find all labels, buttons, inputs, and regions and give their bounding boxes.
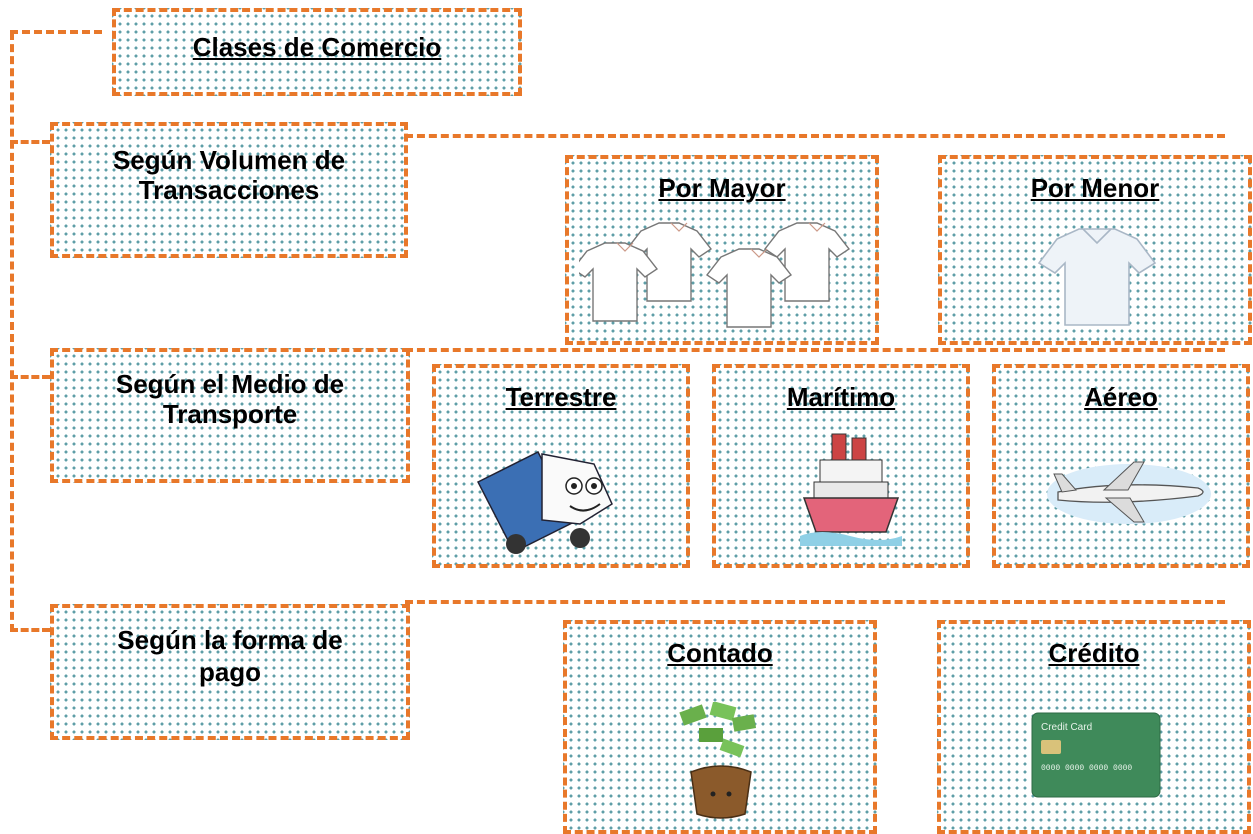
shirt-icon <box>1037 228 1157 326</box>
category-volume-box: Según Volumen de Transacciones <box>50 122 408 258</box>
terrestre-title: Terrestre <box>505 382 617 412</box>
category-payment-line1: Según la forma de <box>117 625 343 655</box>
maritimo-box: Marítimo <box>712 364 970 568</box>
cat3-connector <box>10 628 50 632</box>
contado-box: Contado <box>563 620 877 834</box>
money-bag-icon <box>679 702 757 819</box>
category-transport-line1: Según el Medio de <box>115 369 345 399</box>
root-connector <box>10 30 102 34</box>
category-payment-box: Según la forma de pago <box>50 604 410 740</box>
truck-icon <box>476 450 613 554</box>
tree-trunk-line <box>10 32 14 632</box>
por-menor-box: Por Menor <box>938 155 1252 345</box>
aereo-title: Aéreo <box>1084 382 1158 412</box>
credito-box: Crédito Credit Card 0000 0000 0000 0000 <box>937 620 1251 834</box>
card-number: 0000 0000 0000 0000 <box>1041 764 1132 773</box>
volume-branch-line <box>405 134 1225 138</box>
root-title: Clases de Comercio <box>192 32 442 62</box>
cat1-connector <box>10 140 50 144</box>
category-payment-line2: pago <box>198 657 262 687</box>
credito-title: Crédito <box>1048 638 1140 668</box>
terrestre-box: Terrestre <box>432 364 690 568</box>
por-mayor-title: Por Mayor <box>658 173 786 203</box>
aereo-box: Aéreo <box>992 364 1250 568</box>
ship-icon <box>800 433 902 546</box>
category-volume-line2: Transacciones <box>138 175 320 205</box>
credit-card-icon: Credit Card 0000 0000 0000 0000 <box>1031 712 1161 798</box>
category-transport-box: Según el Medio de Transporte <box>50 348 410 483</box>
root-box: Clases de Comercio <box>112 8 522 96</box>
maritimo-title: Marítimo <box>786 382 896 412</box>
contado-title: Contado <box>667 638 773 668</box>
card-label: Credit Card <box>1041 722 1092 733</box>
airplane-icon <box>1047 461 1211 524</box>
shirts-group-icon <box>579 222 851 328</box>
transport-branch-line <box>405 348 1225 352</box>
por-mayor-box: Por Mayor <box>565 155 879 345</box>
por-menor-title: Por Menor <box>1030 173 1160 203</box>
category-transport-line2: Transporte <box>162 399 298 429</box>
payment-branch-line <box>405 600 1225 604</box>
cat2-connector <box>10 375 50 379</box>
category-volume-line1: Según Volumen de <box>112 145 346 175</box>
